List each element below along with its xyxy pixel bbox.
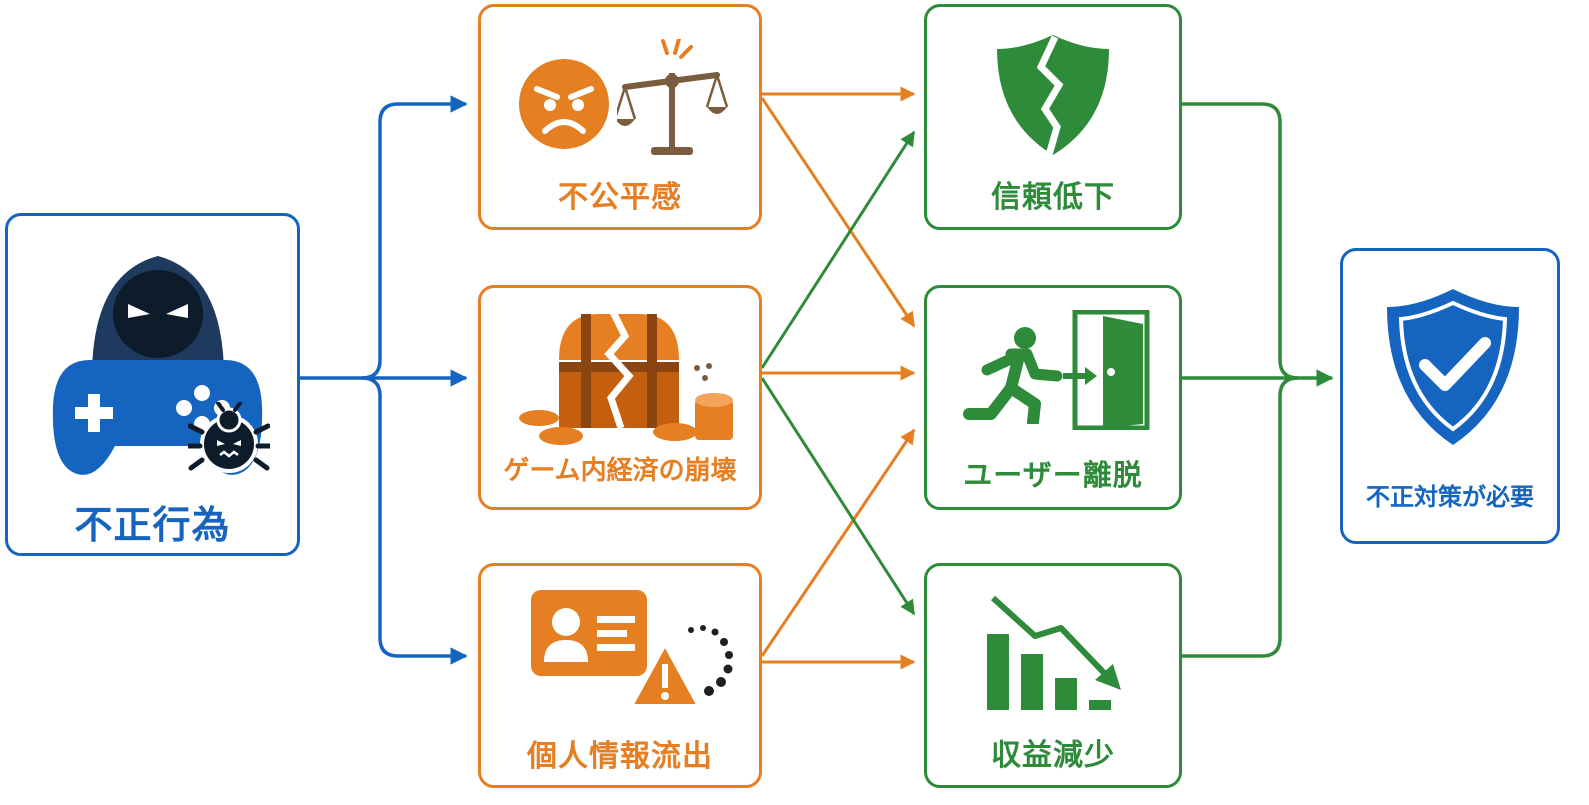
id-card-icon [531, 590, 647, 676]
node-countermeasure-label: 不正対策が必要 [1366, 483, 1534, 511]
bug-icon [188, 402, 270, 473]
arrow-leak-to-churn [760, 428, 916, 657]
balance-scale-icon [617, 39, 729, 155]
node-revenue-label: 収益減少 [991, 738, 1115, 773]
coin-stack-icon [519, 363, 733, 445]
arrow-economy-to-revenue [760, 377, 916, 616]
node-countermeasure: 不正対策が必要 [1340, 248, 1560, 544]
node-trust-label: 信頼低下 [991, 180, 1115, 215]
arrows-cheating-to-effects [300, 95, 468, 665]
node-economy-label: ゲーム内経済の崩壊 [503, 456, 737, 486]
spinner-dots-icon [688, 625, 733, 696]
broken-shield-icon [997, 35, 1109, 156]
node-unfairness-label: 不公平感 [558, 180, 682, 215]
warning-icon [629, 642, 701, 708]
arrows-effects-orange [760, 86, 916, 670]
node-churn: ユーザー離脱 [924, 285, 1182, 510]
node-leak: 個人情報流出 [478, 563, 762, 788]
node-unfairness: 不公平感 [478, 4, 762, 230]
node-trust: 信頼低下 [924, 4, 1182, 230]
node-leak-label: 個人情報流出 [527, 739, 713, 774]
arrow-revenue-merge [1182, 376, 1299, 658]
arrows-outcomes-to-countermeasure [1182, 102, 1334, 658]
arrow-economy-to-trust [760, 130, 916, 369]
running-person-icon [963, 327, 1063, 424]
arrow-cheating-to-leak [361, 376, 468, 665]
exit-door-icon [1063, 310, 1150, 430]
angry-face-icon [519, 59, 609, 149]
node-churn-label: ユーザー離脱 [963, 458, 1143, 492]
broken-treasure-chest-icon [559, 310, 679, 430]
declining-chart-icon [987, 595, 1121, 710]
arrows-economy-green [760, 130, 916, 616]
arrow-unfairness-to-churn [760, 97, 916, 328]
check-shield-icon [1387, 289, 1519, 445]
node-cheating-label: 不正行為 [74, 503, 231, 547]
node-cheating: 不正行為 [5, 213, 300, 556]
arrow-cheating-to-unfairness [361, 95, 468, 380]
node-economy: ゲーム内経済の崩壊 [478, 285, 762, 510]
node-revenue: 収益減少 [924, 563, 1182, 788]
arrow-trust-merge [1182, 102, 1299, 380]
